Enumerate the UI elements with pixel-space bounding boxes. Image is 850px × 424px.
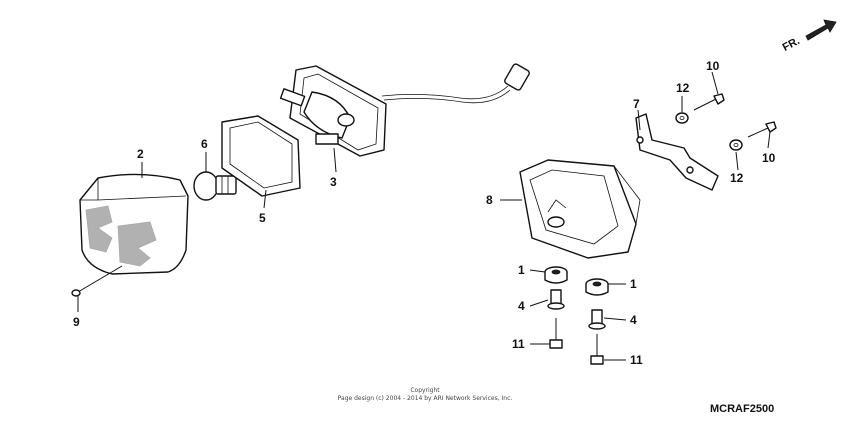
part-grommet-left [544,266,568,284]
callout-grommet-right: 1 [630,277,637,291]
callout-collar-left: 4 [518,299,525,313]
direction-label: FR. [781,35,802,54]
callout-lens: 2 [137,147,144,161]
callout-gasket: 5 [259,211,266,225]
part-grommet-right [585,278,609,296]
part-lens [79,173,189,275]
callout-bracket: 7 [633,97,640,111]
callout-base: 3 [330,175,337,189]
part-bolt-top [693,93,725,111]
callout-bulb: 6 [201,137,208,151]
arrow-icon [805,19,837,41]
callout-bolt-bottom-left: 11 [512,337,525,351]
callout-housing: 8 [486,193,493,207]
leader-lines [77,71,771,361]
callout-collar-right: 4 [630,313,637,327]
copyright-title: Copyright [410,387,440,394]
front-direction-arrow: FR. [781,19,837,54]
callout-washer-right: 12 [730,171,744,185]
callout-grommet-left: 1 [518,263,525,277]
part-housing [519,159,641,259]
part-gasket [221,115,301,197]
part-washer-top [675,112,689,124]
part-base [279,63,530,157]
part-collar-left [547,289,565,310]
part-screw-long [71,265,123,297]
callout-washer-top: 12 [676,81,690,95]
callout-screw: 9 [73,315,80,329]
part-bolt-bottom-left [549,318,563,349]
part-bracket [635,113,719,191]
callout-bolt-right: 10 [762,151,776,165]
part-bulb [193,171,237,201]
part-bolt-bottom-right [590,334,604,365]
part-bolt-right [747,121,777,138]
part-collar-right [588,309,606,330]
callout-bolt-bottom-right: 11 [630,353,643,367]
callout-bolt-top: 10 [706,59,720,73]
diagram-code: MCRAF2500 [710,403,774,415]
part-washer-right [729,139,743,151]
copyright-notice: Page design (c) 2004 - 2014 by ARI Netwo… [338,395,513,402]
